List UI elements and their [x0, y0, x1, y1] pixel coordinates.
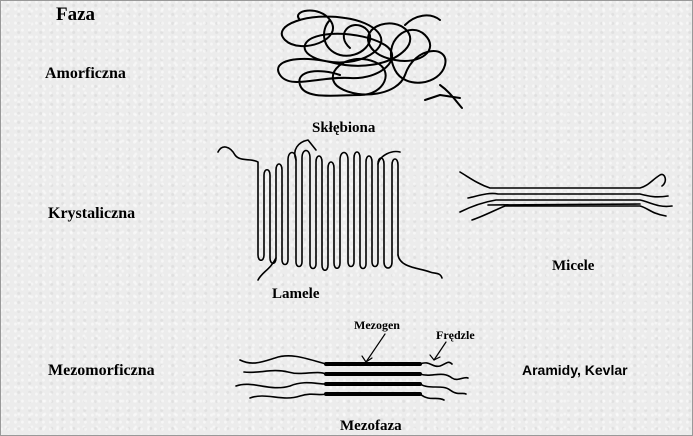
lamellae-drawing	[218, 140, 442, 280]
amorphous-coil-drawing	[278, 11, 462, 108]
structure-label-mesophase: Mezofaza	[340, 418, 402, 435]
label-arrows	[362, 334, 446, 362]
mesomorphic-example: Aramidy, Kevlar	[522, 362, 628, 378]
structure-label-lamellae: Lamele	[272, 286, 319, 303]
phase-label-amorphous: Amorficzna	[45, 65, 126, 83]
header-title: Faza	[56, 4, 95, 26]
structure-label-coiled: Skłębiona	[312, 120, 375, 137]
phase-label-mesomorphic: Mezomorficzna	[48, 362, 155, 380]
label-fringes: Frędzle	[436, 328, 475, 343]
micelles-drawing	[460, 172, 672, 220]
mesophase-drawing	[236, 334, 468, 400]
mesogen-block	[326, 364, 420, 394]
label-mesogen: Mezogen	[354, 318, 400, 333]
structure-label-micelles: Micele	[552, 258, 594, 275]
phase-label-crystalline: Krystaliczna	[48, 205, 135, 223]
